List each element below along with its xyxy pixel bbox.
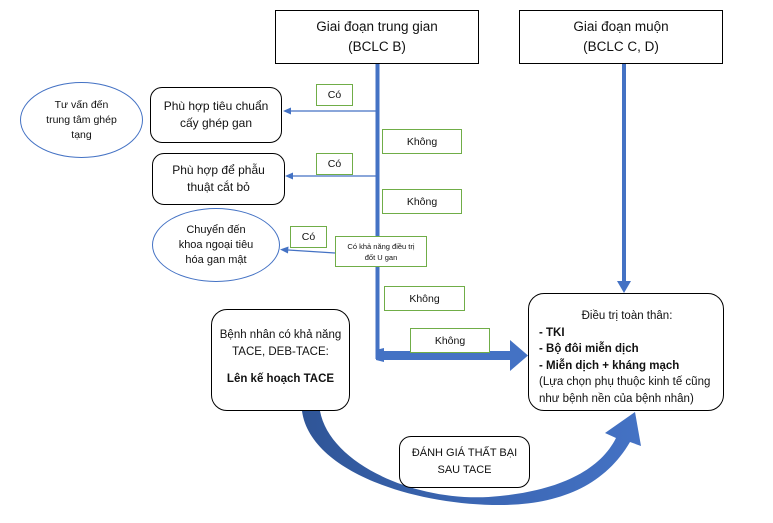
yes-tag-resection: Có [316, 153, 353, 175]
no-tag-2: Không [382, 189, 462, 214]
decision-resection-line2: thuật cắt bỏ [187, 180, 250, 194]
stage-intermediate-box: Giai đoạn trung gian (BCLC B) [275, 10, 479, 64]
branch-arrow-surgery [287, 249, 336, 254]
no-tag-3: Không [384, 286, 465, 311]
stage-late-title: Giai đoạn muộn [573, 19, 669, 34]
systemic-option-tki: - TKI [539, 326, 565, 339]
systemic-option-dual-immuno: - Bộ đôi miễn dịch [539, 343, 639, 355]
stage-late-bclc: (BCLC C, D) [583, 39, 659, 54]
tace-line2: TACE, DEB-TACE: [232, 346, 329, 358]
decision-transplant-box: Phù hợp tiêu chuẩn cấy ghép gan [150, 87, 282, 143]
late-stage-line [622, 64, 626, 282]
branch-arrowhead-transplant [283, 107, 291, 115]
thick-arrow-shaft [378, 351, 512, 360]
branch-arrowhead-surgery [280, 246, 289, 254]
ablation-line2: đốt U gan [364, 252, 398, 262]
outcome-transplant-line2: trung tâm ghép [46, 113, 117, 126]
stage-intermediate-bclc: (BCLC B) [348, 39, 406, 54]
systemic-title: Điều trị toàn thân: [581, 310, 673, 322]
outcome-transplant-line1: Tư vấn đến [54, 98, 109, 111]
decision-transplant-line2: cấy ghép gan [179, 116, 253, 130]
failure-line2: SAU TACE [437, 464, 492, 476]
thick-arrowhead [510, 340, 528, 371]
tace-plan: Lên kế hoạch TACE [226, 373, 335, 385]
tace-line1: Bệnh nhân có khả năng [219, 329, 342, 341]
decision-resection-box: Phù hợp để phẫu thuật cắt bỏ [152, 153, 285, 205]
tace-failure-curve-arrow [302, 411, 641, 505]
yes-tag-transplant: Có [316, 84, 353, 106]
systemic-option-immuno-antiangio: - Miễn dịch + kháng mạch [539, 359, 680, 372]
decision-transplant-line1: Phù hợp tiêu chuẩn [163, 99, 269, 113]
late-stage-arrowhead [617, 281, 631, 293]
ablation-question-tag: Có khả năng điều trị đốt U gan [335, 236, 427, 267]
systemic-therapy-box: Điều trị toàn thân: - TKI - Bộ đôi miễn … [528, 293, 724, 411]
stage-late-box: Giai đoạn muộn (BCLC C, D) [519, 10, 723, 64]
decision-resection-line1: Phù hợp để phẫu [172, 163, 265, 177]
systemic-note-line1: (Lựa chọn phụ thuộc kinh tế cũng [539, 376, 711, 388]
failure-line1: ĐÁNH GIÁ THẤT BẠI [411, 447, 518, 459]
no-tag-1: Không [382, 129, 462, 154]
no-tag-4: Không [410, 328, 490, 353]
outcome-transplant-line3: tạng [71, 128, 92, 141]
tace-failure-evaluation-box: ĐÁNH GIÁ THẤT BẠI SAU TACE [399, 436, 530, 488]
main-trunk-line [375, 64, 380, 359]
yes-tag-ablation: Có [290, 226, 327, 248]
outcome-transplant-center-ellipse: Tư vấn đến trung tâm ghép tạng [20, 82, 143, 158]
tace-candidate-box: Bệnh nhân có khả năng TACE, DEB-TACE: Lê… [211, 309, 350, 411]
branch-arrowhead-resection [285, 172, 293, 180]
stage-intermediate-title: Giai đoạn trung gian [316, 19, 438, 34]
outcome-surgery-line2: khoa ngoại tiêu [178, 238, 254, 251]
ablation-line1: Có khả năng điều trị [347, 241, 415, 251]
outcome-surgery-line3: hóa gan mật [185, 253, 247, 266]
outcome-surgery-line1: Chuyển đến [186, 223, 246, 236]
outcome-hepatobiliary-surgery-ellipse: Chuyển đến khoa ngoại tiêu hóa gan mật [152, 208, 280, 282]
systemic-note-line2: như bệnh nền của bệnh nhân) [539, 392, 694, 405]
